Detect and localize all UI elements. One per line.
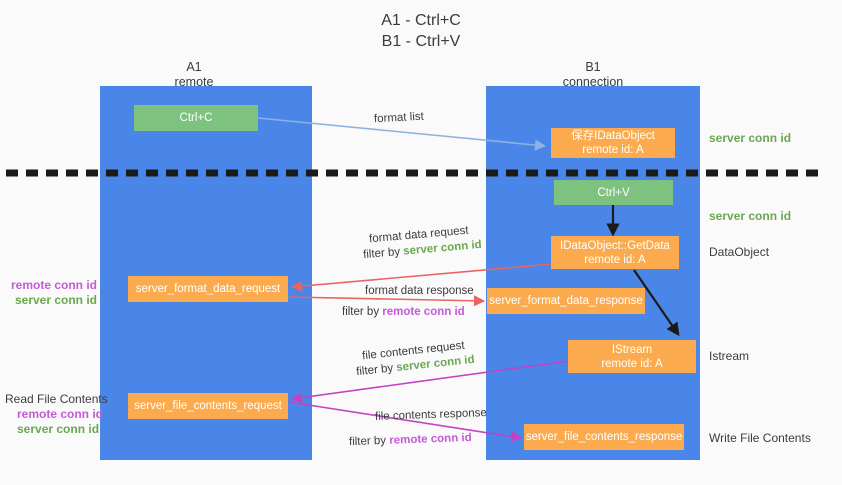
filter-prefix: filter by xyxy=(348,434,390,449)
caption-file-contents-response-text: file contents response xyxy=(374,407,488,423)
label-format-server-conn-id: server conn id xyxy=(14,293,97,307)
filter-value-remote-conn-id: remote conn id xyxy=(389,431,472,447)
box-server-file-contents-response[interactable]: server_file_contents_response xyxy=(524,424,684,450)
column-header-b1: B1 connection xyxy=(562,60,624,89)
box-ctrl-c[interactable]: Ctrl+C xyxy=(134,105,258,131)
label-write-file-contents: Write File Contents xyxy=(709,431,811,445)
arrow-format-data-request xyxy=(290,263,553,292)
box-server-format-data-response[interactable]: server_format_data_response xyxy=(487,288,645,314)
arrow-format-data-response xyxy=(288,295,486,307)
label-file-server-conn-id: server conn id xyxy=(17,422,100,436)
box-idataobject-getdata[interactable]: IDataObject::GetData remote id: A xyxy=(551,236,679,269)
box-ctrl-v[interactable]: Ctrl+V xyxy=(554,180,673,205)
box-save-idataobject[interactable]: 保存IDataObject remote id: A xyxy=(551,128,675,158)
label-dataobject: DataObject xyxy=(709,245,770,259)
caption-format-data-response-filter: filter by remote conn id xyxy=(342,305,465,320)
label-istream: Istream xyxy=(709,349,750,363)
label-read-file-contents: Read File Contents xyxy=(5,392,108,406)
label-format-remote-conn-id: remote conn id xyxy=(10,278,97,292)
column-header-a1: A1 remote xyxy=(174,60,214,89)
box-server-file-contents-request[interactable]: server_file_contents_request xyxy=(128,393,288,419)
filter-prefix: filter by xyxy=(362,245,404,262)
arrow-file-contents-request xyxy=(290,360,569,404)
caption-format-data-response-text: format data response xyxy=(365,285,474,297)
arrow-file-contents-response xyxy=(288,401,523,442)
arrow-format-list xyxy=(257,117,547,151)
label-format-conn-ids: remote conn id server conn id xyxy=(9,278,97,308)
label-server-conn-id-mid: server conn id xyxy=(709,209,792,223)
arrow-getdata-istream xyxy=(633,269,680,337)
filter-value-remote-conn-id: remote conn id xyxy=(382,306,465,318)
filter-prefix: filter by xyxy=(355,362,397,379)
box-server-format-data-request[interactable]: server_format_data_request xyxy=(128,276,288,302)
label-file-remote-conn-id: remote conn id xyxy=(17,407,104,421)
caption-format-list: format list xyxy=(373,110,425,126)
filter-prefix: filter by xyxy=(342,306,383,318)
label-file-conn-ids: Read File Contents remote conn id server… xyxy=(5,392,108,437)
caption-format-data-response: format data response xyxy=(365,284,474,299)
page-title: A1 - Ctrl+C B1 - Ctrl+V xyxy=(381,12,461,50)
box-istream[interactable]: IStream remote id: A xyxy=(568,340,696,373)
label-server-conn-id-top: server conn id xyxy=(709,131,792,145)
